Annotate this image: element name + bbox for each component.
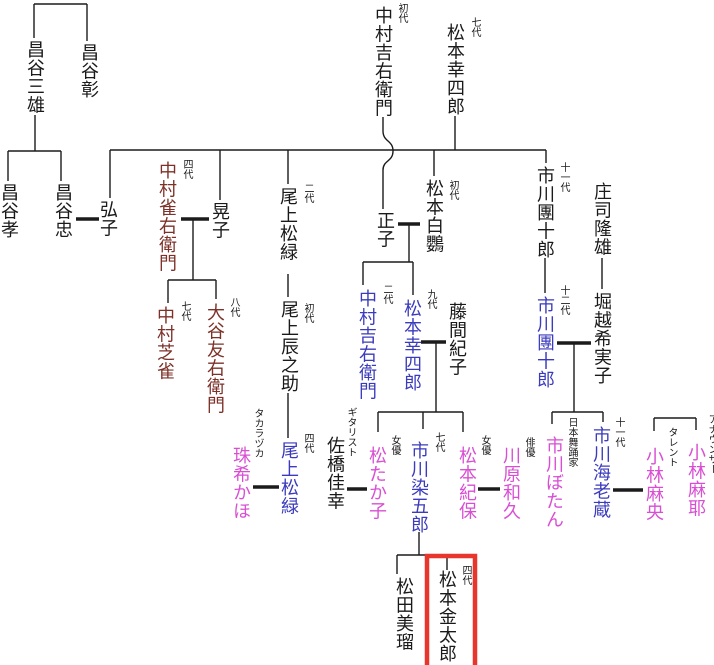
highlight-box (424, 553, 478, 665)
person-generation-label: 四代 (302, 433, 313, 453)
person-name[interactable]: 市川團十郎 (535, 296, 555, 389)
person-name: 藤間紀子 (447, 302, 467, 376)
person-name: 市川團十郎 (535, 166, 555, 259)
person-name[interactable]: 川原和久 (501, 446, 521, 520)
person-generation-label: 九代 (425, 289, 436, 309)
person-name: 正子 (375, 211, 395, 248)
person-name: 中村吉右衛門 (373, 6, 393, 117)
person-generation-label: ギタリスト (345, 407, 356, 457)
person-name: 庄司隆雄 (592, 182, 612, 256)
person-generation-label: 女優 (479, 435, 490, 455)
person-generation-label: 十一代 (613, 417, 624, 447)
person-name: 晃子 (210, 202, 230, 239)
person-name[interactable]: 松たか子 (367, 446, 387, 520)
person-generation-label: タカラヅカ (252, 408, 263, 458)
person-name: 昌谷三雄 (25, 40, 45, 114)
person-name[interactable]: 尾上松緑 (279, 441, 299, 515)
person-name: 佐橋佳幸 (325, 436, 345, 510)
person-generation-label: 日本舞踊家 (566, 417, 577, 467)
person-generation-label: 四代 (460, 565, 471, 585)
person-generation-label: 四代 (181, 159, 192, 179)
person-name[interactable]: 松本幸四郎 (402, 299, 422, 392)
person-name: 昌谷彰 (79, 43, 99, 99)
person-name: 堀越希実子 (592, 292, 612, 385)
person-name[interactable]: 中村吉右衛門 (357, 289, 377, 400)
person-name: 昌谷孝 (0, 183, 19, 239)
person-generation-label: 八代 (228, 297, 239, 317)
person-generation-label: 初代 (447, 180, 458, 200)
line-crossing-hop (382, 130, 394, 171)
person-name: 松本幸四郎 (445, 23, 465, 116)
person-name[interactable]: 市川ぼたん (544, 436, 564, 529)
person-name[interactable]: 市川染五郎 (409, 441, 429, 534)
person-generation-label: 七代 (179, 301, 190, 321)
person-name[interactable]: 小林麻央 (644, 447, 664, 521)
person-name: 松本白鸚 (424, 179, 444, 253)
person-generation-label: 七代 (433, 432, 444, 452)
person-name: 松本金太郎 (437, 570, 457, 663)
person-generation-label: 女優 (389, 435, 400, 455)
person-name: 松田美瑠 (394, 577, 414, 651)
person-generation-label: 俳優 (523, 437, 534, 457)
person-name: 弘子 (98, 200, 118, 237)
person-generation-label: タレント (666, 427, 677, 467)
person-name[interactable]: 小林麻耶 (686, 443, 706, 517)
person-name[interactable]: 中村雀右衛門 (157, 161, 177, 272)
person-name[interactable]: 松本紀保 (457, 446, 477, 520)
person-generation-label: 七代 (469, 17, 480, 37)
person-name[interactable]: 珠希かほ (231, 446, 251, 520)
person-name: 尾上松緑 (278, 187, 298, 261)
person-generation-label: 十二代 (558, 285, 569, 315)
person-name: 昌谷忠 (53, 183, 73, 239)
person-name[interactable]: 中村芝雀 (155, 306, 175, 380)
person-name: 尾上辰之助 (279, 300, 299, 393)
person-generation-label: 二代 (381, 284, 392, 304)
person-name[interactable]: 大谷友右衛門 (205, 303, 225, 414)
person-generation-label: 十一代 (558, 162, 569, 192)
person-generation-label: 二代 (302, 183, 313, 203)
person-generation-label: 初代 (396, 3, 407, 23)
person-name[interactable]: 市川海老蔵 (591, 426, 611, 519)
person-generation-label: 初代 (302, 303, 313, 323)
person-generation-label: アナウンサー (706, 414, 714, 474)
